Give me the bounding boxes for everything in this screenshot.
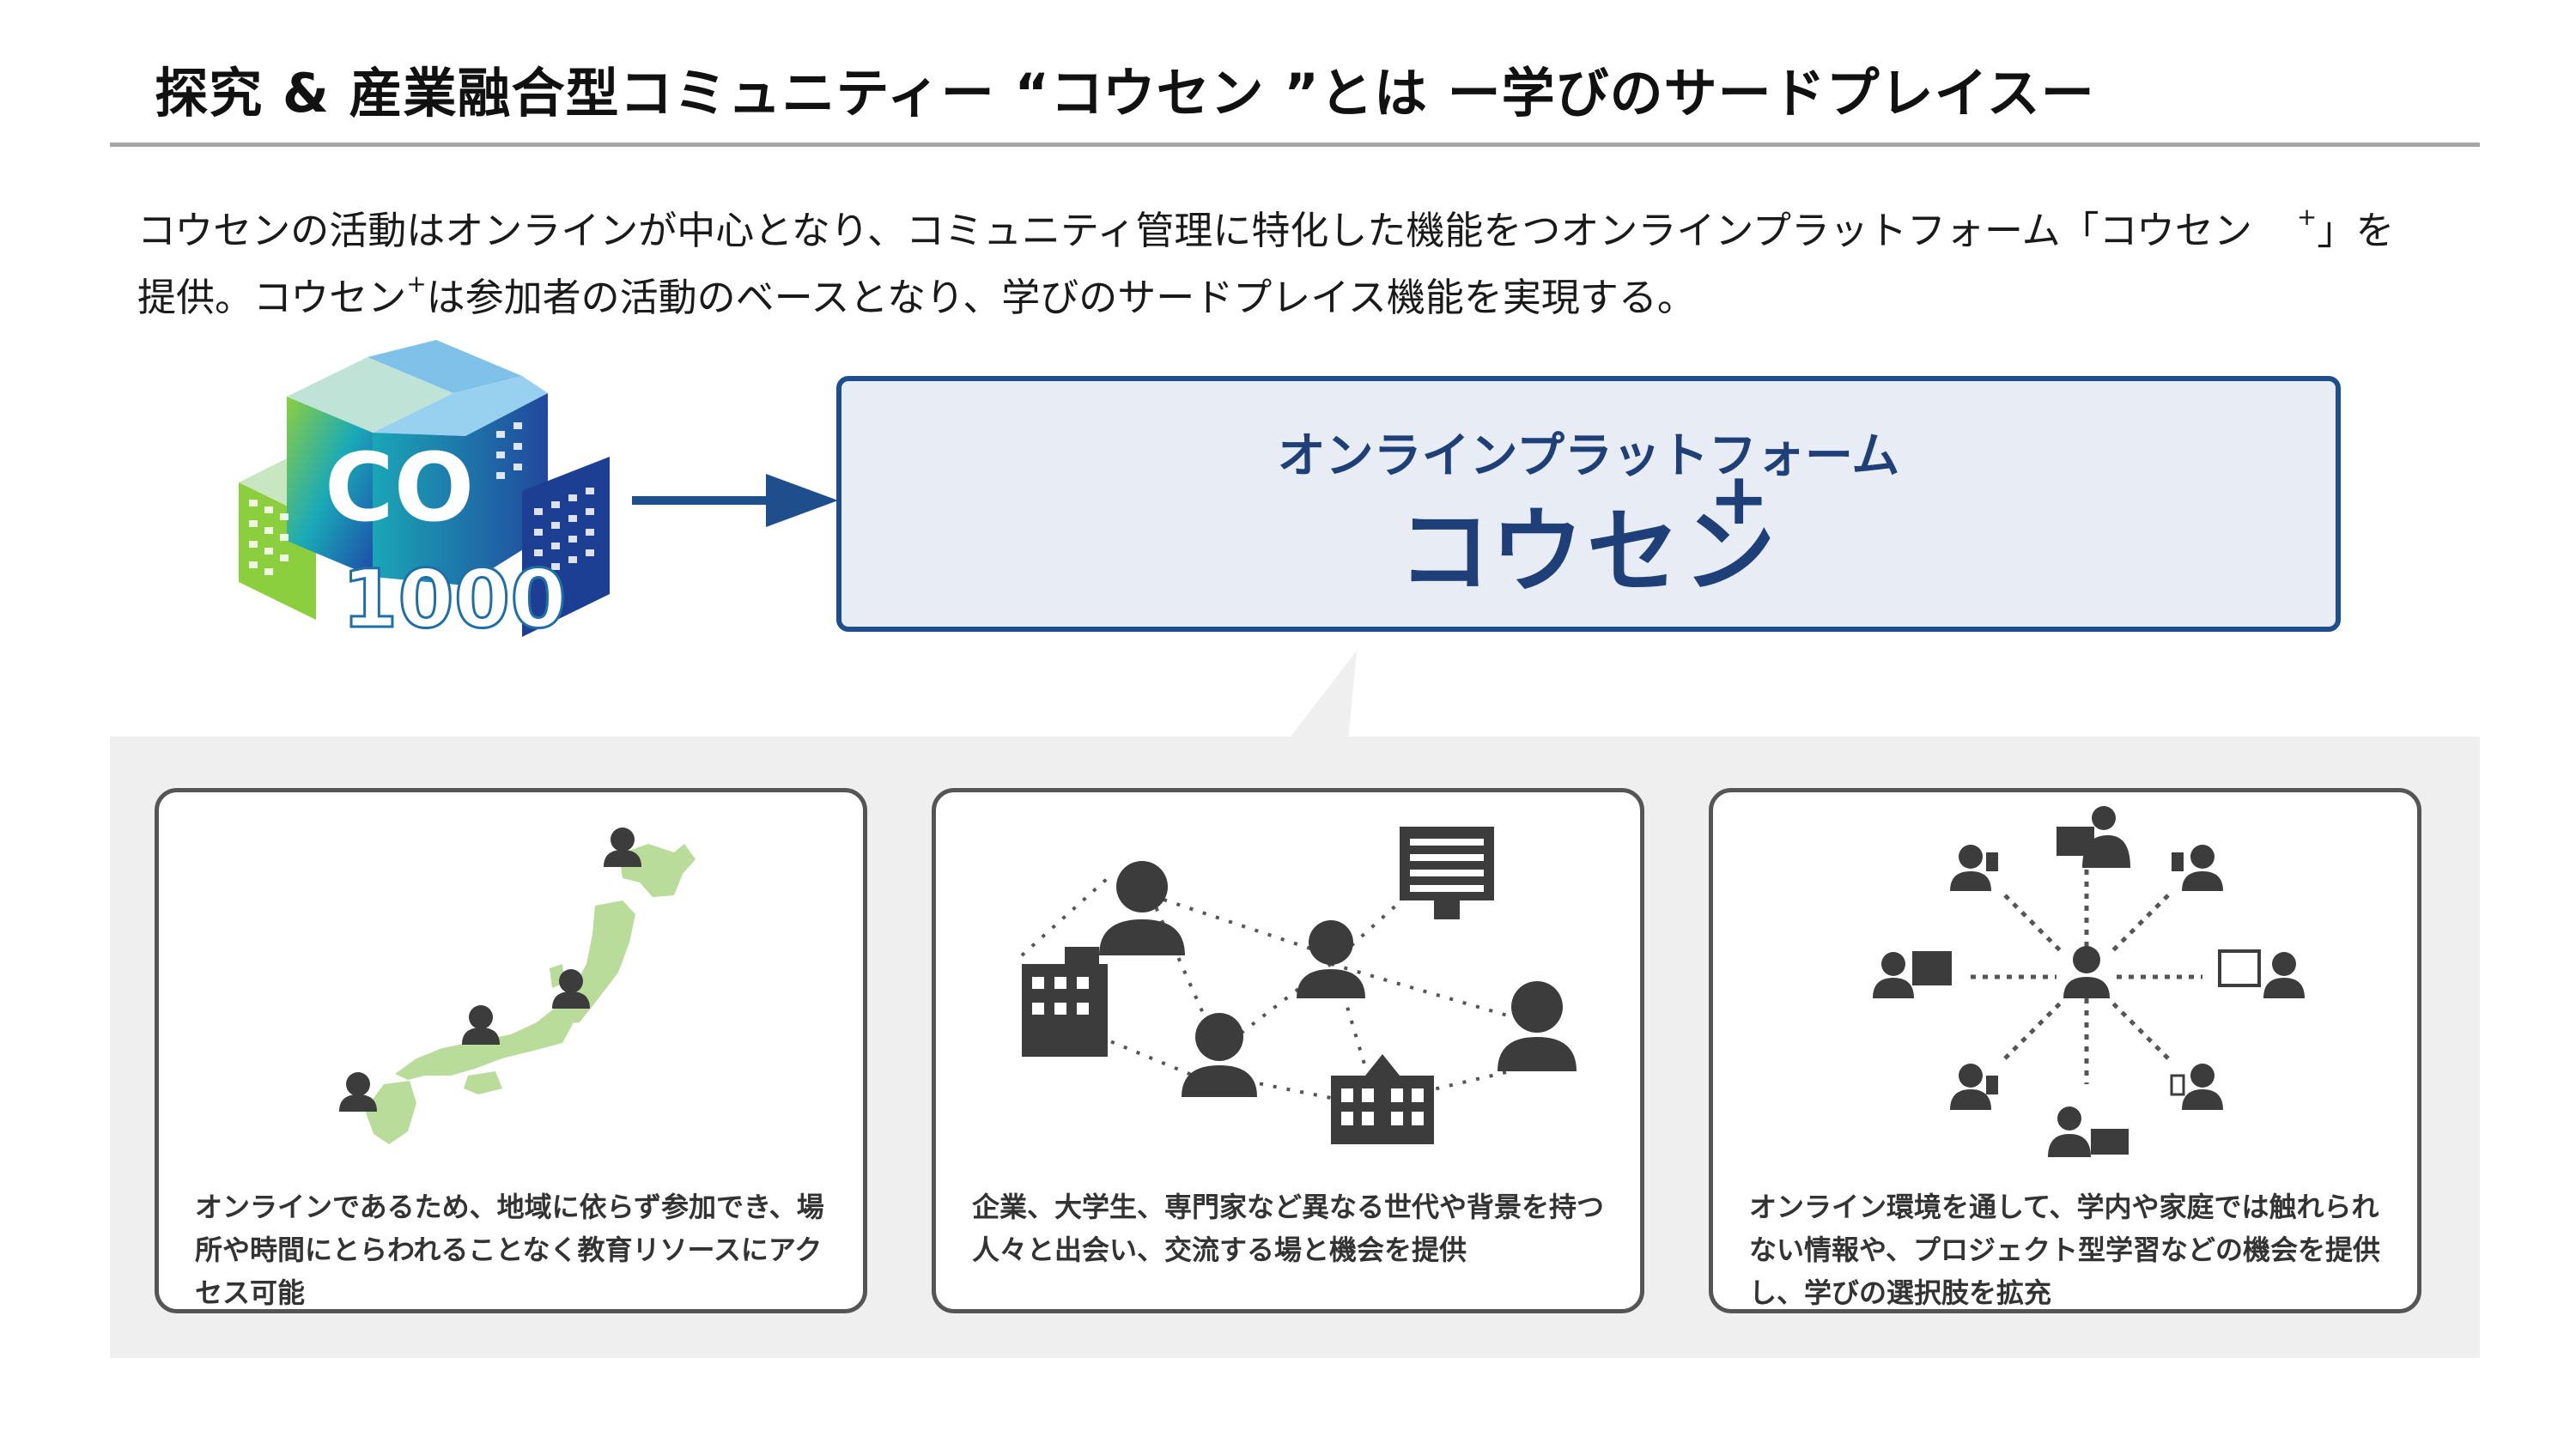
arrow-right-icon <box>632 474 838 527</box>
intro-line-1-plus: + <box>2296 203 2318 231</box>
feature-card-access: オンラインであるため、地域に依らず参加でき、場所や時間にとらわれることなく教育リ… <box>155 788 867 1313</box>
online-learning-hub-icon <box>1873 806 2305 1157</box>
intro-line-2-start: 提供。コウセン <box>137 275 407 320</box>
platform-plus: + <box>1709 457 1770 541</box>
people-network-icon <box>1020 827 1577 1144</box>
logo-text-top: CO <box>325 433 474 543</box>
intro-line-2: 提供。コウセン+は参加者の活動のベースとなり、学びのサードプレイス機能を実現する… <box>137 258 2507 324</box>
platform-box: オンラインプラットフォーム コウセン + <box>836 376 2341 632</box>
intro-line-2-text: は参加者の活動のベースとなり、学びのサードプレイス機能を実現する。 <box>426 275 1696 320</box>
intro-line-2-plus: + <box>406 270 427 298</box>
platform-name: コウセン <box>1398 499 1779 606</box>
intro-line-1-text: コウセンの活動はオンラインが中心となり、コミュニティ管理に特化した機能をつオンラ… <box>137 208 2252 253</box>
page-title: 探究 & 産業融合型コミュニティー “コウセン ”とは ー学びのサードプレイスー <box>155 62 2095 124</box>
intro-line-1-end: 」を <box>2317 208 2395 253</box>
feature-card-learning-text: オンライン環境を通して、学内や家庭では触れられない情報や、プロジェクト型学習など… <box>1749 1191 2381 1309</box>
logo-text-bottom: 1000 <box>342 553 567 646</box>
platform-label: オンラインプラットフォーム <box>1277 428 1900 484</box>
intro-paragraph: コウセンの活動はオンラインが中心となり、コミュニティ管理に特化した機能をつオンラ… <box>137 191 2507 324</box>
intro-line-1: コウセンの活動はオンラインが中心となり、コミュニティ管理に特化した機能をつオンラ… <box>137 191 2507 258</box>
co1000-logo: CO 1000 <box>239 340 610 648</box>
callout-pointer <box>1288 651 1357 740</box>
feature-card-network-text: 企業、大学生、専門家など異なる世代や背景を持つ人々と出会い、交流する場と機会を提… <box>972 1191 1605 1266</box>
title-divider <box>110 142 2480 147</box>
feature-card-network: 企業、大学生、専門家など異なる世代や背景を持つ人々と出会い、交流する場と機会を提… <box>932 788 1644 1313</box>
feature-card-learning: オンライン環境を通して、学内や家庭では触れられない情報や、プロジェクト型学習など… <box>1709 788 2421 1313</box>
japan-map-people-icon <box>339 828 696 1144</box>
feature-card-access-text: オンラインであるため、地域に依らず参加でき、場所や時間にとらわれることなく教育リ… <box>195 1191 824 1309</box>
